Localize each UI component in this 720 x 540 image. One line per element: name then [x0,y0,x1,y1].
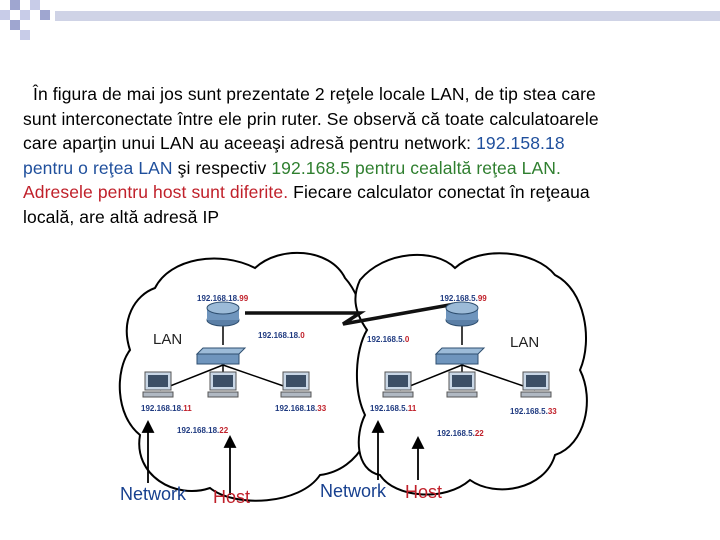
ip-network-part: 192.168.5. [510,407,548,416]
ip-network-part: 192.168.5. [367,335,405,344]
pc-ip-left-2: 192.168.18.22 [177,426,228,435]
ip-host-part: 11 [407,404,417,413]
header-bar [55,11,720,21]
paragraph-text: şi respectiv [177,157,272,178]
paragraph-line-2: sunt interconectate între ele prin ruter… [23,108,599,129]
host-caption-right: Host [405,482,443,502]
diagram-graphics [118,251,588,502]
paragraph-text: care aparţin unui LAN au aceeaşi adresă … [23,133,477,153]
ip-network-part: 192.168.18. [275,404,318,413]
ip-network-part: 192.168.18. [141,404,184,413]
paragraph-line-6: locală, are altă adresă IP [23,206,220,227]
network-diagram: LAN LAN 192.168.18.99 192.168.18.0 192.1… [115,240,590,515]
description-paragraph: În figura de mai jos sunt prezentate 2 r… [23,82,693,229]
ip-host-part: 22 [474,429,484,438]
computer-icon [382,371,414,398]
ip-network-part: 192.168.18. [197,294,240,303]
network-caption-left: Network [120,484,187,504]
ip-network-part: 192.168.18. [258,331,301,340]
ip-host-part: 11 [183,404,192,413]
left-switch-icon [195,347,247,365]
paragraph-text: Fiecare calculator conectat în reţeaua [288,182,590,202]
paragraph-line-5: Adresele pentru host sunt diferite. Fiec… [23,180,693,205]
network-address-1: 192.158.18 [476,133,565,153]
router-ip-right: 192.168.5.99 [440,294,487,303]
pc-ip-right-1: 192.168.5.11 [370,404,416,413]
corner-decoration [0,0,60,50]
ip-network-part: 192.168.18. [177,426,220,435]
paragraph-line-4: pentru o reţea LAN şi respectiv 192.168.… [23,156,693,181]
host-note: Adresele pentru host sunt diferite. [23,182,289,202]
ip-host-part: 22 [219,426,229,435]
pc-ip-left-1: 192.168.18.11 [141,404,192,413]
ip-host-part: 33 [547,407,557,416]
ip-host-part: 0 [404,335,410,344]
computer-icon [280,371,312,398]
pc-ip-right-2: 192.168.5.22 [437,429,484,438]
computer-icon [142,371,174,398]
computer-icon [207,371,239,398]
lan-label-right: LAN [510,334,540,351]
paragraph-text: pentru o reţea LAN [23,157,178,178]
left-router-icon [206,301,240,327]
ip-network-part: 192.168.5. [440,294,478,303]
ip-host-part: 99 [239,294,249,303]
paragraph-line-3: care aparţin unui LAN au aceeaşi adresă … [23,131,693,156]
ip-network-part: 192.168.5. [370,404,408,413]
network-caption-right: Network [320,481,387,501]
switch-ip-right: 192.168.5.0 [367,335,409,344]
pc-ip-left-3: 192.168.18.33 [275,404,326,413]
pc-ip-right-3: 192.168.5.33 [510,407,557,416]
ip-host-part: 99 [477,294,487,303]
paragraph-line-1: În figura de mai jos sunt prezentate 2 r… [33,84,596,104]
right-switch-icon [434,347,486,365]
ip-network-part: 192.168.5. [437,429,475,438]
left-cloud [118,251,373,502]
arrow-icon [141,419,425,495]
switch-ip-left: 192.168.18.0 [258,331,305,340]
host-caption-left: Host [213,487,251,507]
wan-link [245,302,456,326]
right-router-icon [445,301,479,327]
router-ip-left: 192.168.18.99 [197,294,248,303]
ip-host-part: 0 [300,331,305,340]
lan-label-left: LAN [153,331,183,348]
ip-host-part: 33 [317,404,327,413]
network-address-2: 192.168.5 pentru cealaltă reţea LAN. [271,157,561,178]
computer-icon [520,371,552,398]
computer-icon [446,371,478,398]
